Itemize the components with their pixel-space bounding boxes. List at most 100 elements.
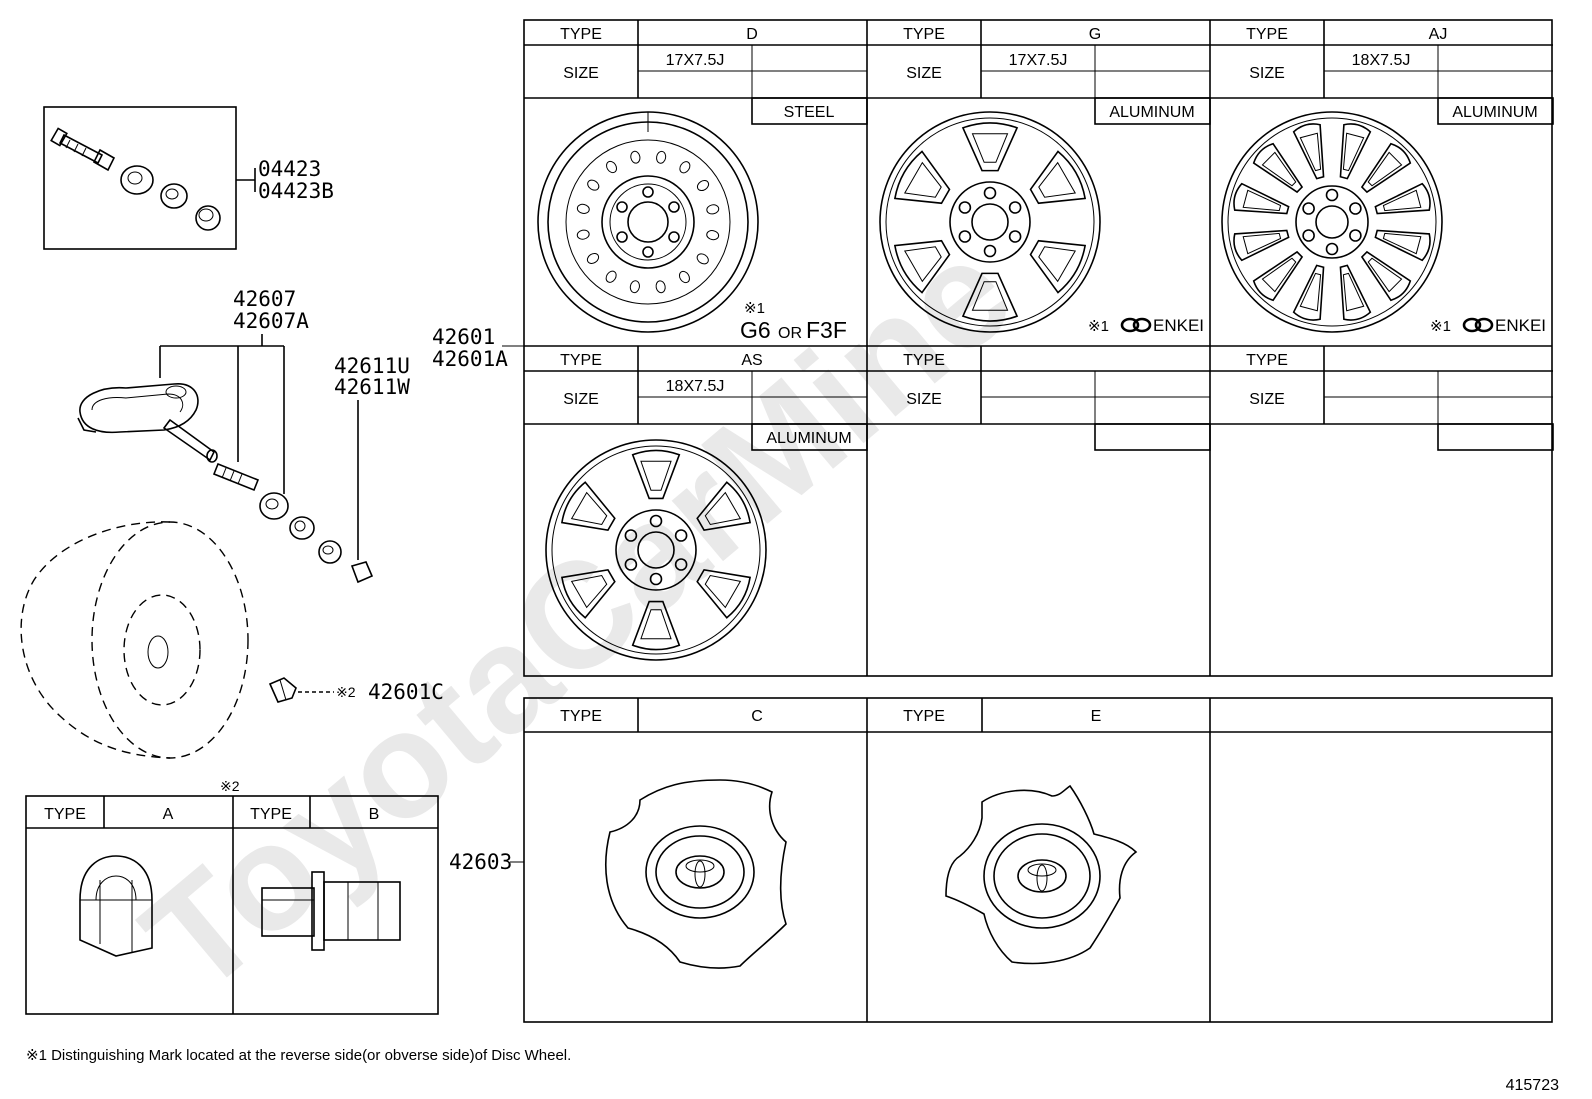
washer-icon — [289, 516, 315, 540]
nut-type-label-b: TYPE — [250, 806, 292, 823]
part-number-04423b: 04423B — [258, 179, 334, 203]
part-number-42601: 42601 — [432, 325, 495, 349]
material-value: STEEL — [784, 104, 835, 121]
alloy-wheel-g-illustration — [879, 111, 1101, 333]
grommet-icon — [259, 492, 289, 520]
material-value: ALUMINUM — [766, 430, 851, 447]
note-mark-1: ※1 — [1430, 318, 1451, 335]
alloy-wheel-as-illustration — [545, 439, 767, 661]
spoke-window — [631, 449, 681, 500]
size-value: 18X7.5J — [666, 378, 725, 395]
size-label: SIZE — [1249, 391, 1285, 408]
cap-table: TYPE C TYPE E — [523, 697, 1553, 1023]
spoke-window — [1339, 264, 1372, 321]
nut-table-note-mark: ※2 — [220, 778, 240, 794]
spoke-window — [1029, 150, 1087, 205]
nut-type-value-a: A — [163, 806, 174, 823]
center-cap-e-illustration — [945, 784, 1138, 965]
hub-nut-group: ※2 42601C — [268, 677, 444, 704]
washer-icon — [160, 183, 188, 209]
lug-hole — [1349, 202, 1362, 215]
lug-hole — [668, 231, 680, 243]
material-box — [1094, 97, 1211, 125]
spoke-window-inner — [1382, 232, 1422, 255]
cap-type-value-e: E — [1091, 708, 1102, 725]
size-label: SIZE — [906, 65, 942, 82]
part-number-42607a: 42607A — [233, 309, 309, 333]
vent-hole — [629, 280, 640, 294]
lug-hole — [983, 244, 997, 258]
spoke-window — [893, 150, 951, 205]
vent-hole — [696, 180, 710, 192]
lug-hole — [649, 514, 663, 528]
spoke-window — [560, 568, 616, 619]
vent-hole — [586, 252, 600, 264]
lug-hole — [642, 186, 654, 198]
nut-type-label-a: TYPE — [44, 806, 86, 823]
spoke-window — [893, 239, 951, 294]
alloy-wheel-aj-illustration — [1221, 111, 1443, 333]
spoke-window-inner — [1342, 132, 1365, 172]
size-value: 17X7.5J — [1009, 52, 1068, 69]
material-value: ALUMINUM — [1109, 104, 1194, 121]
lug-hole — [1302, 229, 1315, 242]
part-number-42601c: 42601C — [368, 680, 444, 704]
material-box — [1437, 423, 1554, 451]
spoke-window-inner — [1299, 132, 1322, 172]
material-value: ALUMINUM — [1452, 104, 1537, 121]
center-cap-c-illustration — [605, 779, 787, 969]
footnote: ※1 Distinguishing Mark located at the re… — [26, 1047, 571, 1064]
cap-type-label-c: TYPE — [560, 708, 602, 725]
spoke-window-inner — [704, 491, 742, 526]
type-value: AS — [741, 352, 762, 369]
lug-hole — [1325, 188, 1339, 202]
spoke-window-inner — [570, 491, 608, 526]
type-label: TYPE — [560, 352, 602, 369]
spoke-window-inner — [903, 161, 942, 198]
spoke-window-inner — [971, 281, 1009, 311]
vent-hole — [655, 280, 666, 294]
spoke-window — [1339, 123, 1372, 180]
cap-type-label-e: TYPE — [903, 708, 945, 725]
type-label: TYPE — [1246, 352, 1288, 369]
spoke-window-inner — [1382, 189, 1422, 212]
wheel-table — [523, 19, 1553, 677]
spoke-window — [1292, 123, 1325, 180]
spoke-window-inner — [1342, 272, 1365, 312]
vent-hole — [678, 270, 690, 284]
enkei-brand-text: ENKEI — [1495, 316, 1546, 335]
spoke-window — [1233, 182, 1290, 215]
part-number-42611w: 42611W — [334, 375, 410, 399]
cap-nut-icon — [79, 855, 153, 957]
nut-icon — [318, 540, 342, 564]
wheel-d-mark: ※1 G6 OR F3F — [740, 300, 847, 343]
vent-hole — [706, 230, 720, 241]
valve-cap-icon — [350, 561, 374, 584]
spoke-window — [961, 122, 1019, 172]
cap-icon — [195, 205, 221, 231]
toyota-logo-icon — [675, 855, 725, 889]
lug-hole — [616, 231, 628, 243]
size-value: 18X7.5J — [1352, 52, 1411, 69]
type-value: AJ — [1429, 26, 1448, 43]
lug-hole — [674, 529, 688, 542]
lug-hole — [1349, 229, 1362, 242]
spoke-window — [1233, 229, 1290, 262]
enkei-logo-icon — [1462, 317, 1494, 333]
steel-wheel-illustration — [537, 111, 759, 333]
lug-hole — [1008, 230, 1022, 243]
size-label: SIZE — [563, 65, 599, 82]
spoke-window-inner — [1242, 232, 1282, 255]
spoke-window-inner — [1038, 246, 1077, 283]
spoke-window — [696, 568, 752, 619]
tpms-sensor-icon — [77, 383, 218, 463]
spoke-window — [1374, 229, 1431, 262]
nut-type-value-b: B — [369, 806, 380, 823]
spoke-window-inner — [1038, 161, 1077, 198]
part-number-42611u: 42611U — [334, 354, 410, 378]
